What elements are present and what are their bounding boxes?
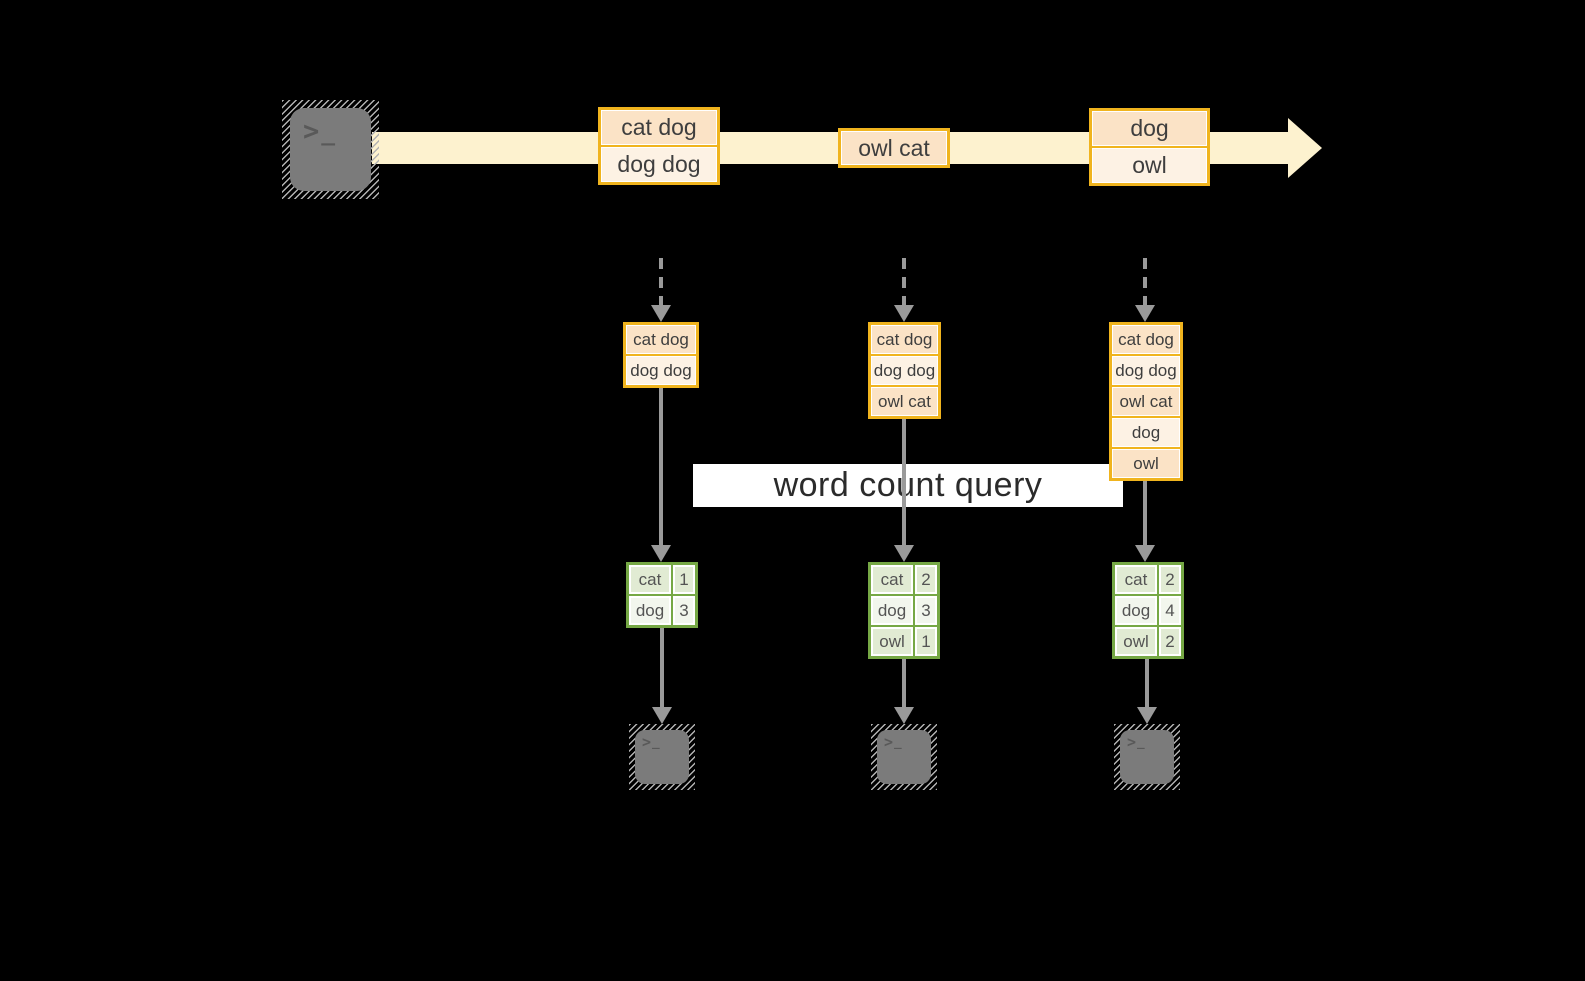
arrow-head-icon [1135,305,1155,322]
word-cell: owl [1115,627,1157,656]
stream-timeline-arrowhead-icon [1288,118,1322,178]
arrow-head-icon [894,545,914,562]
arrow-line [1143,258,1147,305]
count-cell: 3 [673,596,695,625]
output-arrow-3 [1137,659,1157,724]
count-table-1: cat 1 dog 3 [626,562,698,628]
arrow-head-icon [894,305,914,322]
input-table-1: cat dog dog dog [623,322,699,388]
word-cell: cat [629,565,671,594]
query-label: word count query [693,464,1123,507]
count-cell: 3 [915,596,937,625]
terminal-screen: > _ [635,730,689,784]
arrow-head-icon [1135,545,1155,562]
query-arrow-2 [894,419,914,562]
terminal-screen: > _ [1120,730,1174,784]
prompt-cursor: _ [894,735,903,751]
prompt-chevron: > [642,733,653,751]
stream-batch-3: dog owl [1089,108,1210,186]
prompt-cursor: _ [1137,735,1146,751]
terminal-prompt-icon: > _ [1127,735,1146,750]
source-terminal-icon: > _ [282,100,379,199]
terminal-prompt-icon: > _ [884,735,903,750]
record: cat dog [1112,325,1180,354]
terminal-prompt-icon: > _ [303,118,337,145]
output-arrow-1 [652,628,672,724]
record: owl [1112,449,1180,478]
arrow-head-icon [1137,707,1157,724]
arrow-line [902,258,906,305]
prompt-chevron: > [303,116,322,147]
terminal-prompt-icon: > _ [642,735,661,750]
input-table-3: cat dog dog dog owl cat dog owl [1109,322,1183,481]
arrow-head-icon [651,305,671,322]
prompt-cursor: _ [321,120,338,147]
word-cell: owl [871,627,913,656]
word-cell: dog [1115,596,1157,625]
stream-batch-2: owl cat [838,128,950,168]
trigger-arrow-3 [1135,258,1155,322]
word-cell: dog [629,596,671,625]
count-table-3: cat 2 dog 4 owl 2 [1112,562,1184,659]
trigger-arrow-2 [894,258,914,322]
query-arrow-1 [651,388,671,562]
word-cell: dog [871,596,913,625]
arrow-line [659,258,663,305]
record: dog [1092,111,1207,146]
sink-terminal-icon-1: > _ [629,724,695,790]
prompt-chevron: > [1127,733,1138,751]
record: dog dog [601,147,717,182]
count-cell: 1 [673,565,695,594]
sink-terminal-icon-2: > _ [871,724,937,790]
count-cell: 2 [1159,627,1181,656]
arrow-line [902,659,906,707]
arrow-head-icon [652,707,672,724]
terminal-screen: > _ [290,108,371,191]
arrow-line [1143,481,1147,545]
prompt-cursor: _ [652,735,661,751]
terminal-screen: > _ [877,730,931,784]
record: owl [1092,148,1207,183]
input-table-2: cat dog dog dog owl cat [868,322,941,419]
sink-terminal-icon-3: > _ [1114,724,1180,790]
record: dog dog [626,356,696,385]
trigger-arrow-1 [651,258,671,322]
record: cat dog [871,325,938,354]
count-table-2: cat 2 dog 3 owl 1 [868,562,940,659]
record: dog dog [871,356,938,385]
count-cell: 4 [1159,596,1181,625]
arrow-line [902,419,906,545]
count-cell: 1 [915,627,937,656]
arrow-line [1145,659,1149,707]
arrow-head-icon [894,707,914,724]
stream-batch-1: cat dog dog dog [598,107,720,185]
record: cat dog [601,110,717,145]
query-arrow-3 [1135,481,1155,562]
arrow-head-icon [651,545,671,562]
prompt-chevron: > [884,733,895,751]
arrow-line [660,628,664,707]
count-cell: 2 [1159,565,1181,594]
record: cat dog [626,325,696,354]
arrow-line [659,388,663,545]
count-cell: 2 [915,565,937,594]
word-cell: cat [871,565,913,594]
record: owl cat [1112,387,1180,416]
record: dog dog [1112,356,1180,385]
output-arrow-2 [894,659,914,724]
record: dog [1112,418,1180,447]
record: owl cat [841,131,947,165]
record: owl cat [871,387,938,416]
word-cell: cat [1115,565,1157,594]
